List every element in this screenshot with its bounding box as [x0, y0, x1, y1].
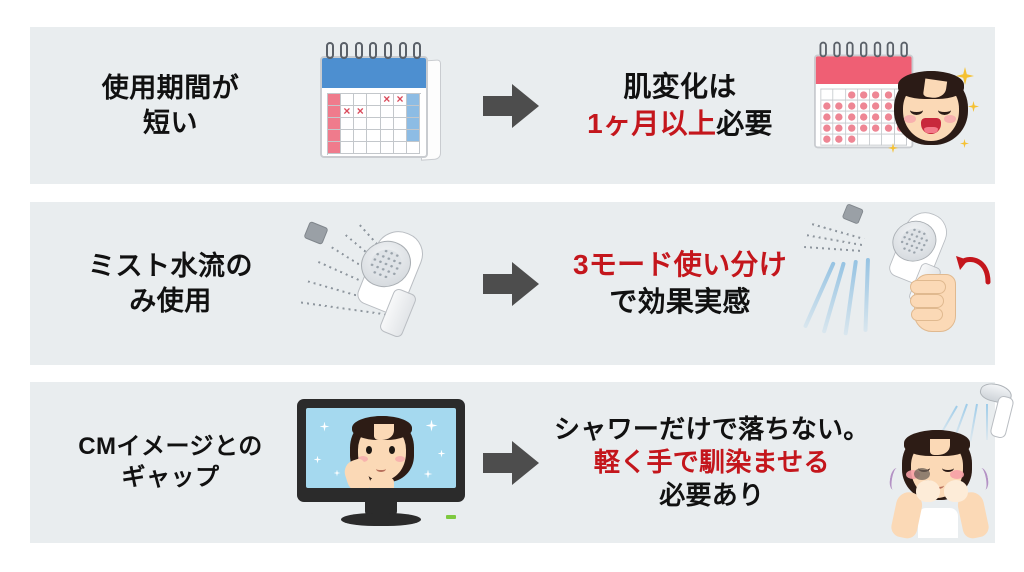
calendar-blue-icon — [293, 41, 468, 162]
problem-line2: 短い — [143, 107, 198, 138]
solution-line2-red: 1ヶ月以上 — [587, 107, 717, 139]
red-rotate-arrow-icon — [956, 256, 991, 285]
problem-text-row3: CMイメージとの ギャップ — [48, 432, 293, 493]
solution-line2-plain: 必要 — [716, 107, 773, 139]
solution-text-row1: 肌変化は 1ヶ月以上必要 — [554, 69, 810, 142]
foam-icon — [913, 468, 930, 480]
problem-line2: ギャップ — [121, 463, 220, 491]
sparkle-icon — [888, 143, 898, 153]
problem-line1: 使用期間が — [101, 72, 240, 103]
solution-line1-red: 3モード使い分け — [573, 249, 787, 281]
row-cm-gap: CMイメージとの ギャップ — [30, 380, 1015, 543]
tv-monitor-commercial-icon — [293, 398, 468, 527]
sparkle-icon — [968, 101, 979, 112]
row-usage-period: 使用期間が 短い — [30, 27, 995, 184]
solution-text-row2: 3モード使い分け で効果実感 — [554, 247, 810, 320]
solution-line1: 肌変化は — [623, 71, 737, 103]
problem-line2: み使用 — [129, 285, 212, 316]
finger-icon — [911, 308, 943, 321]
problem-line1: CMイメージとの — [78, 432, 263, 460]
calendar-pink-with-smiling-girl-icon — [810, 27, 995, 184]
smiling-girl-face-icon — [894, 71, 968, 145]
solution-line2: で効果実感 — [609, 285, 751, 317]
solution-line1: シャワーだけで落ちない。 — [554, 413, 870, 444]
row-mist-only: ミスト水流の み使用 3モード使い分け で効果実感 — [30, 202, 995, 365]
right-arrow-icon-row3 — [468, 440, 554, 485]
solution-line3: 必要あり — [659, 480, 765, 511]
finger-icon — [910, 280, 946, 294]
problem-text-row2: ミスト水流の み使用 — [48, 249, 293, 318]
shower-head-in-hand-icon — [802, 202, 995, 365]
woman-washing-face-icon — [874, 380, 1024, 543]
hand-icon — [943, 480, 968, 502]
problem-text-row1: 使用期間が 短い — [48, 71, 293, 140]
sparkle-icon — [960, 139, 969, 148]
hand-icon — [915, 480, 940, 502]
solution-line2-red: 軽く手で馴染ませる — [593, 446, 830, 477]
problem-line1: ミスト水流の — [88, 250, 253, 281]
right-arrow-icon-row2 — [468, 261, 554, 306]
finger-icon — [910, 294, 944, 308]
right-arrow-icon-row1 — [468, 83, 554, 128]
shower-head-mist-icon — [293, 220, 468, 344]
solution-text-row3: シャワーだけで落ちない。 軽く手で馴染ませる 必要あり — [554, 413, 874, 513]
